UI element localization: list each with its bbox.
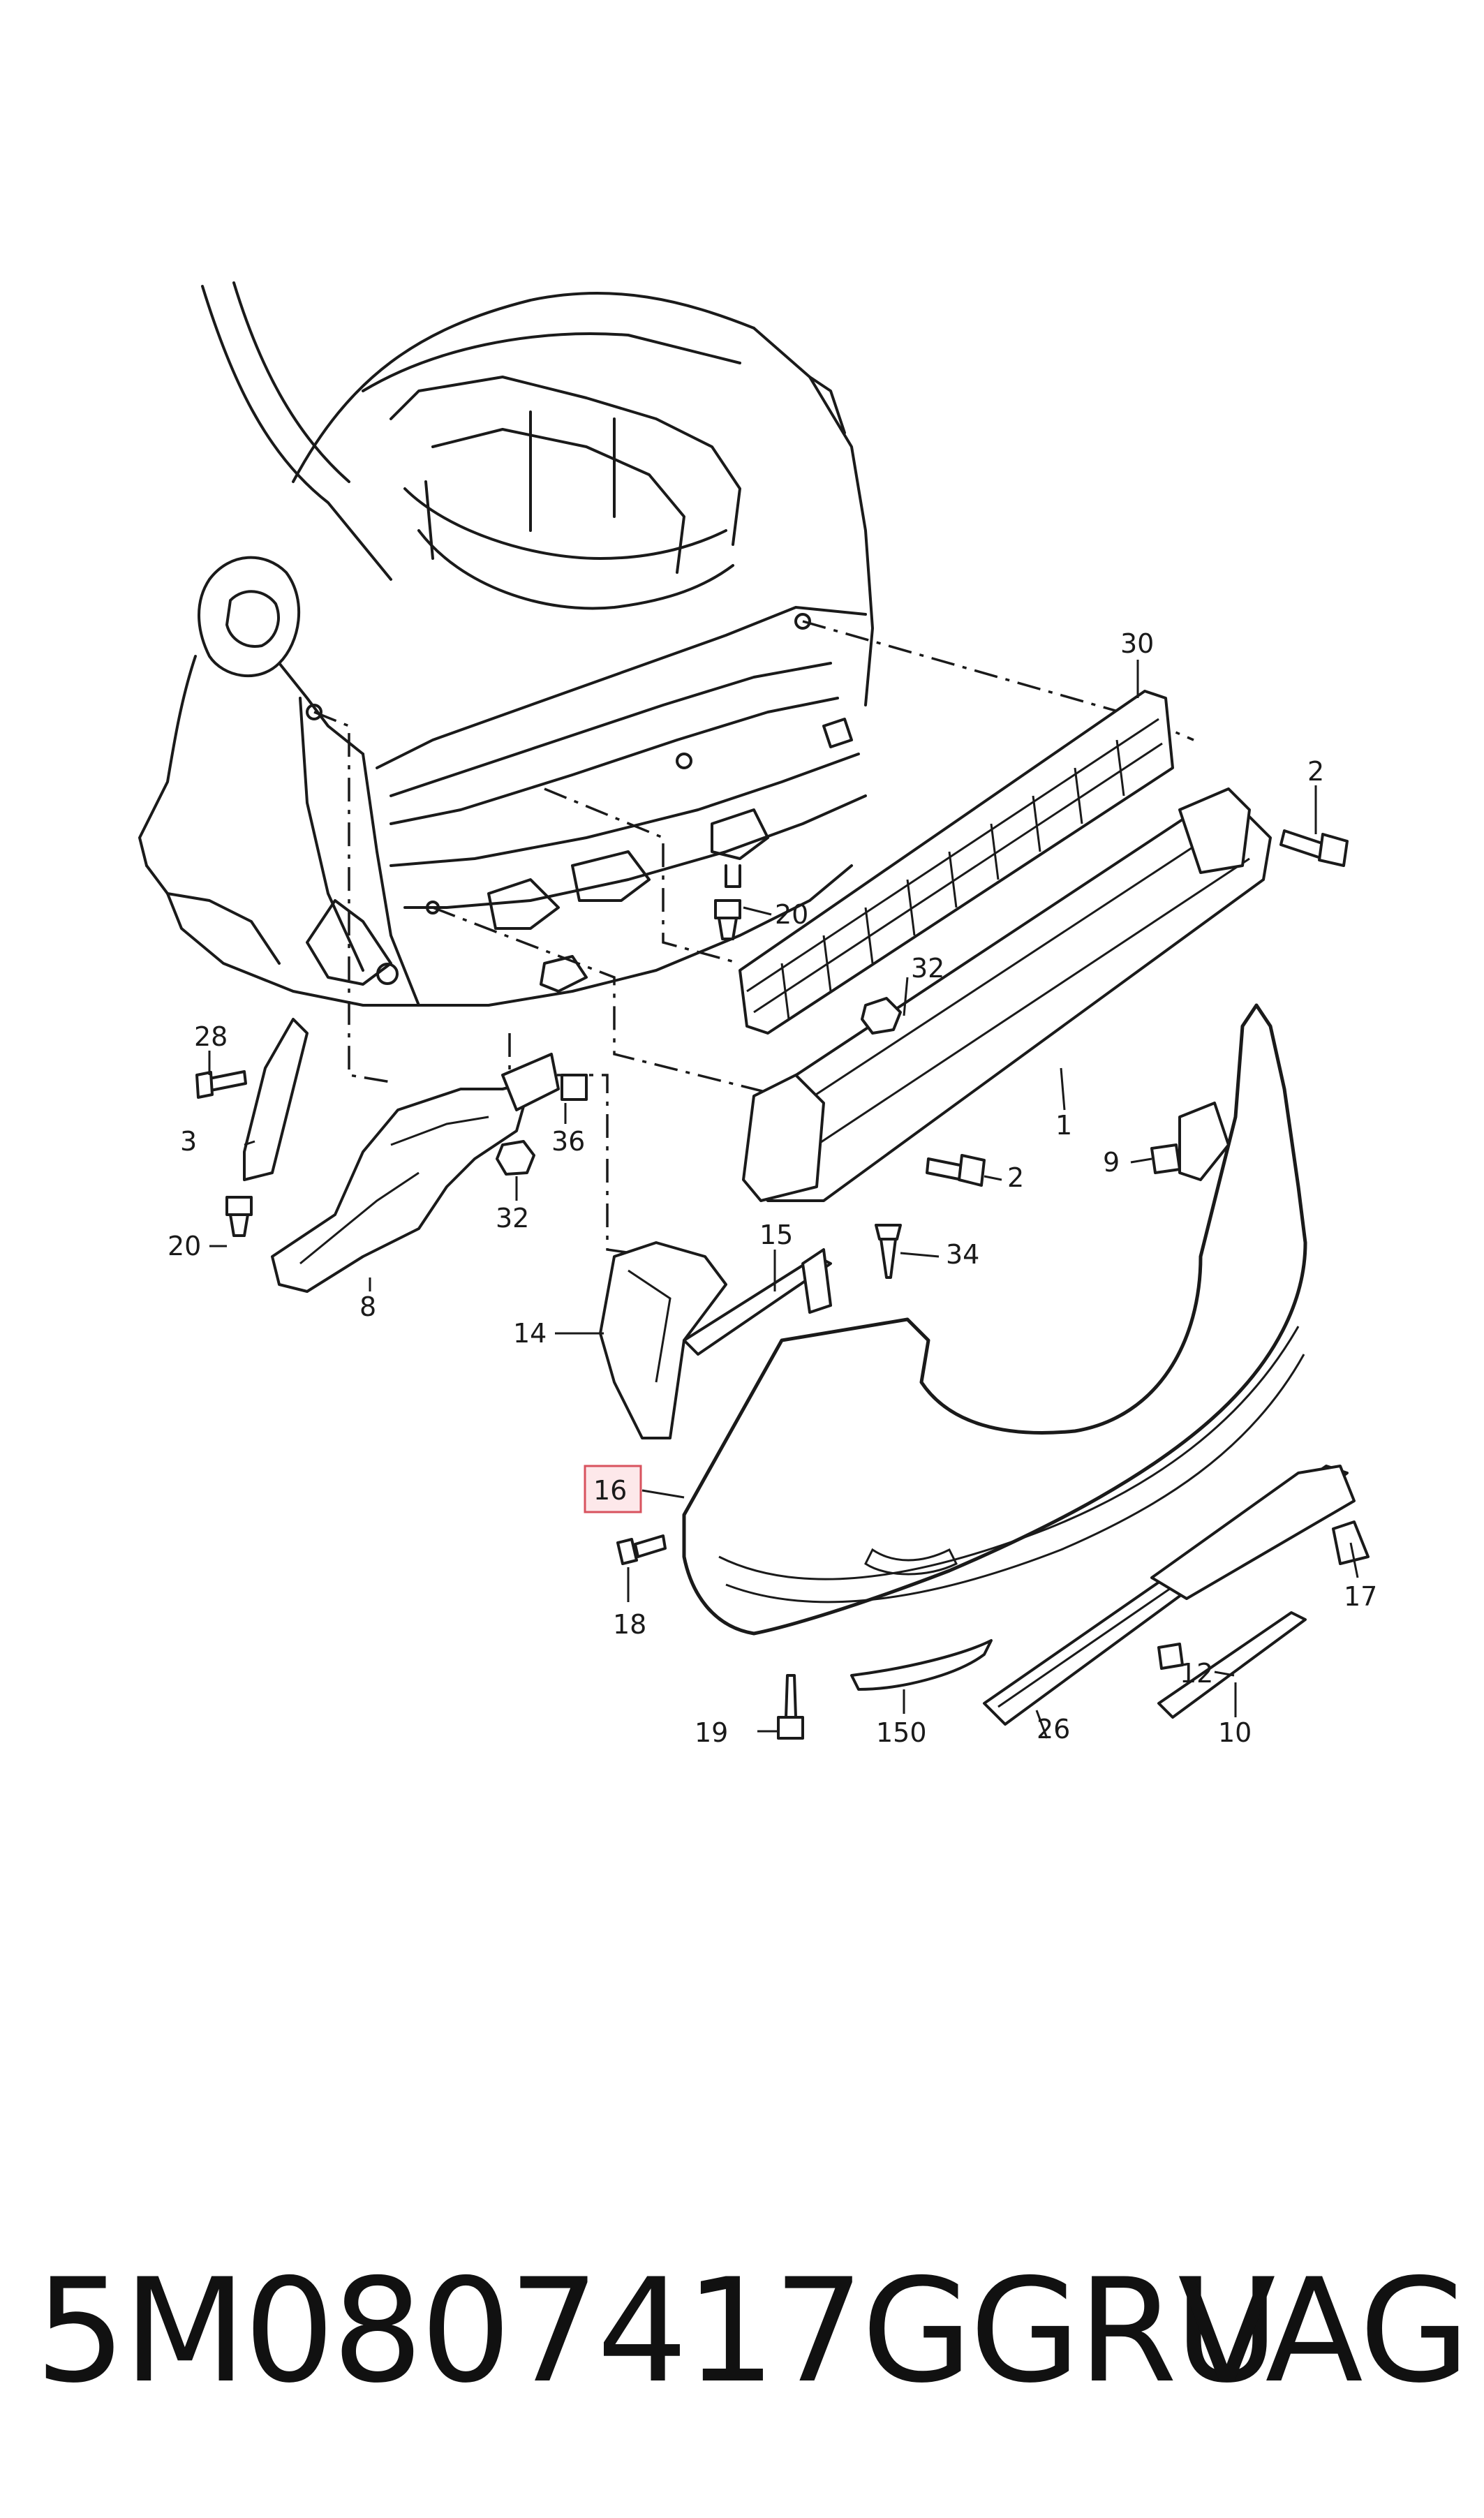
screw-34: [875, 1224, 902, 1279]
clip-12: [1157, 1643, 1184, 1670]
brand-label: VAG: [1178, 2249, 1470, 2415]
callout-15: 15: [759, 1220, 793, 1250]
callout-17: 17: [1344, 1581, 1377, 1612]
callout-14: 14: [513, 1318, 547, 1349]
part-30-impact-absorber: [739, 690, 1174, 1035]
part-15-guide-rail: [683, 1248, 832, 1356]
callout-34: 34: [946, 1239, 979, 1270]
callout-12: 12: [1180, 1658, 1213, 1689]
part-8-bracket-assembly: [271, 1053, 560, 1293]
callout-20-upper: 20: [775, 899, 808, 930]
callout-19: 19: [695, 1717, 728, 1748]
callout-16: 16: [593, 1475, 627, 1506]
callout-8: 8: [359, 1291, 376, 1322]
callout-labels: 30 2 20 32 1 2 9 34 15 14 16 17 18 19 15…: [168, 628, 1377, 1748]
part-3-bracket: [243, 1018, 309, 1181]
screw-28: [195, 1070, 247, 1099]
bolt-2-lower: [926, 1154, 986, 1187]
callout-28: 28: [194, 1021, 228, 1052]
callout-1: 1: [1055, 1110, 1072, 1141]
screw-18: [616, 1534, 667, 1565]
callout-30: 30: [1120, 628, 1154, 659]
callout-9: 9: [1103, 1147, 1120, 1178]
callout-20-lower: 20: [168, 1231, 201, 1261]
callout-150: 150: [876, 1717, 927, 1748]
callout-3: 3: [180, 1126, 197, 1157]
callout-32-upper: 32: [911, 953, 944, 984]
clip-9: [1150, 1143, 1181, 1174]
screw-19: [777, 1674, 804, 1740]
callout-26: 26: [1037, 1714, 1070, 1745]
bolt-2-upper: [1279, 829, 1349, 867]
callout-18: 18: [613, 1609, 646, 1640]
part-14-side-bracket: [599, 1241, 727, 1439]
part-number: 5M0807417GGRU: [35, 2249, 1279, 2415]
callout-2-lower: 2: [1007, 1162, 1024, 1193]
fasteners: [195, 829, 1349, 1740]
clip-20-lower: [225, 1196, 253, 1237]
footer: 5M0807417GGRU VAG: [0, 2241, 1484, 2422]
clip-36: [561, 1074, 588, 1101]
leader-lines: [208, 660, 1359, 1739]
callout-16-highlight: [584, 1465, 642, 1513]
nut-32-lower: [496, 1140, 535, 1176]
callout-32-lower: 32: [496, 1203, 529, 1234]
callout-10: 10: [1218, 1717, 1252, 1748]
clip-20-upper: [714, 899, 741, 940]
lower-trims: [850, 1465, 1370, 1726]
callout-36: 36: [551, 1126, 585, 1157]
vehicle-body-rear-section: [138, 281, 874, 1007]
part-1-bumper-carrier: [742, 787, 1272, 1202]
part-16-bumper-cover: [682, 1003, 1307, 1636]
nut-32-upper: [861, 997, 902, 1035]
callout-2-upper: 2: [1307, 756, 1324, 787]
